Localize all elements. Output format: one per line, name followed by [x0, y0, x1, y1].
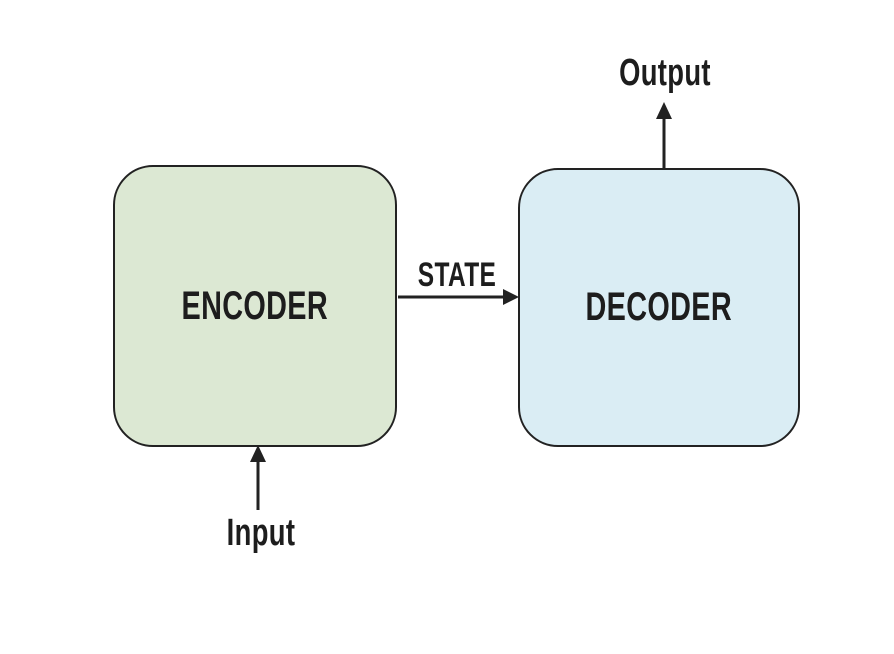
encoder-node: ENCODER [113, 165, 397, 447]
decoder-node: DECODER [518, 168, 800, 447]
input-arrow [250, 445, 266, 510]
output-edge-label: Output [619, 52, 711, 94]
decoder-label: DECODER [585, 285, 733, 329]
input-edge-label: Input [226, 512, 296, 554]
output-arrow [656, 102, 672, 168]
encoder-label: ENCODER [181, 283, 329, 328]
state-edge-label: STATE [417, 256, 497, 294]
